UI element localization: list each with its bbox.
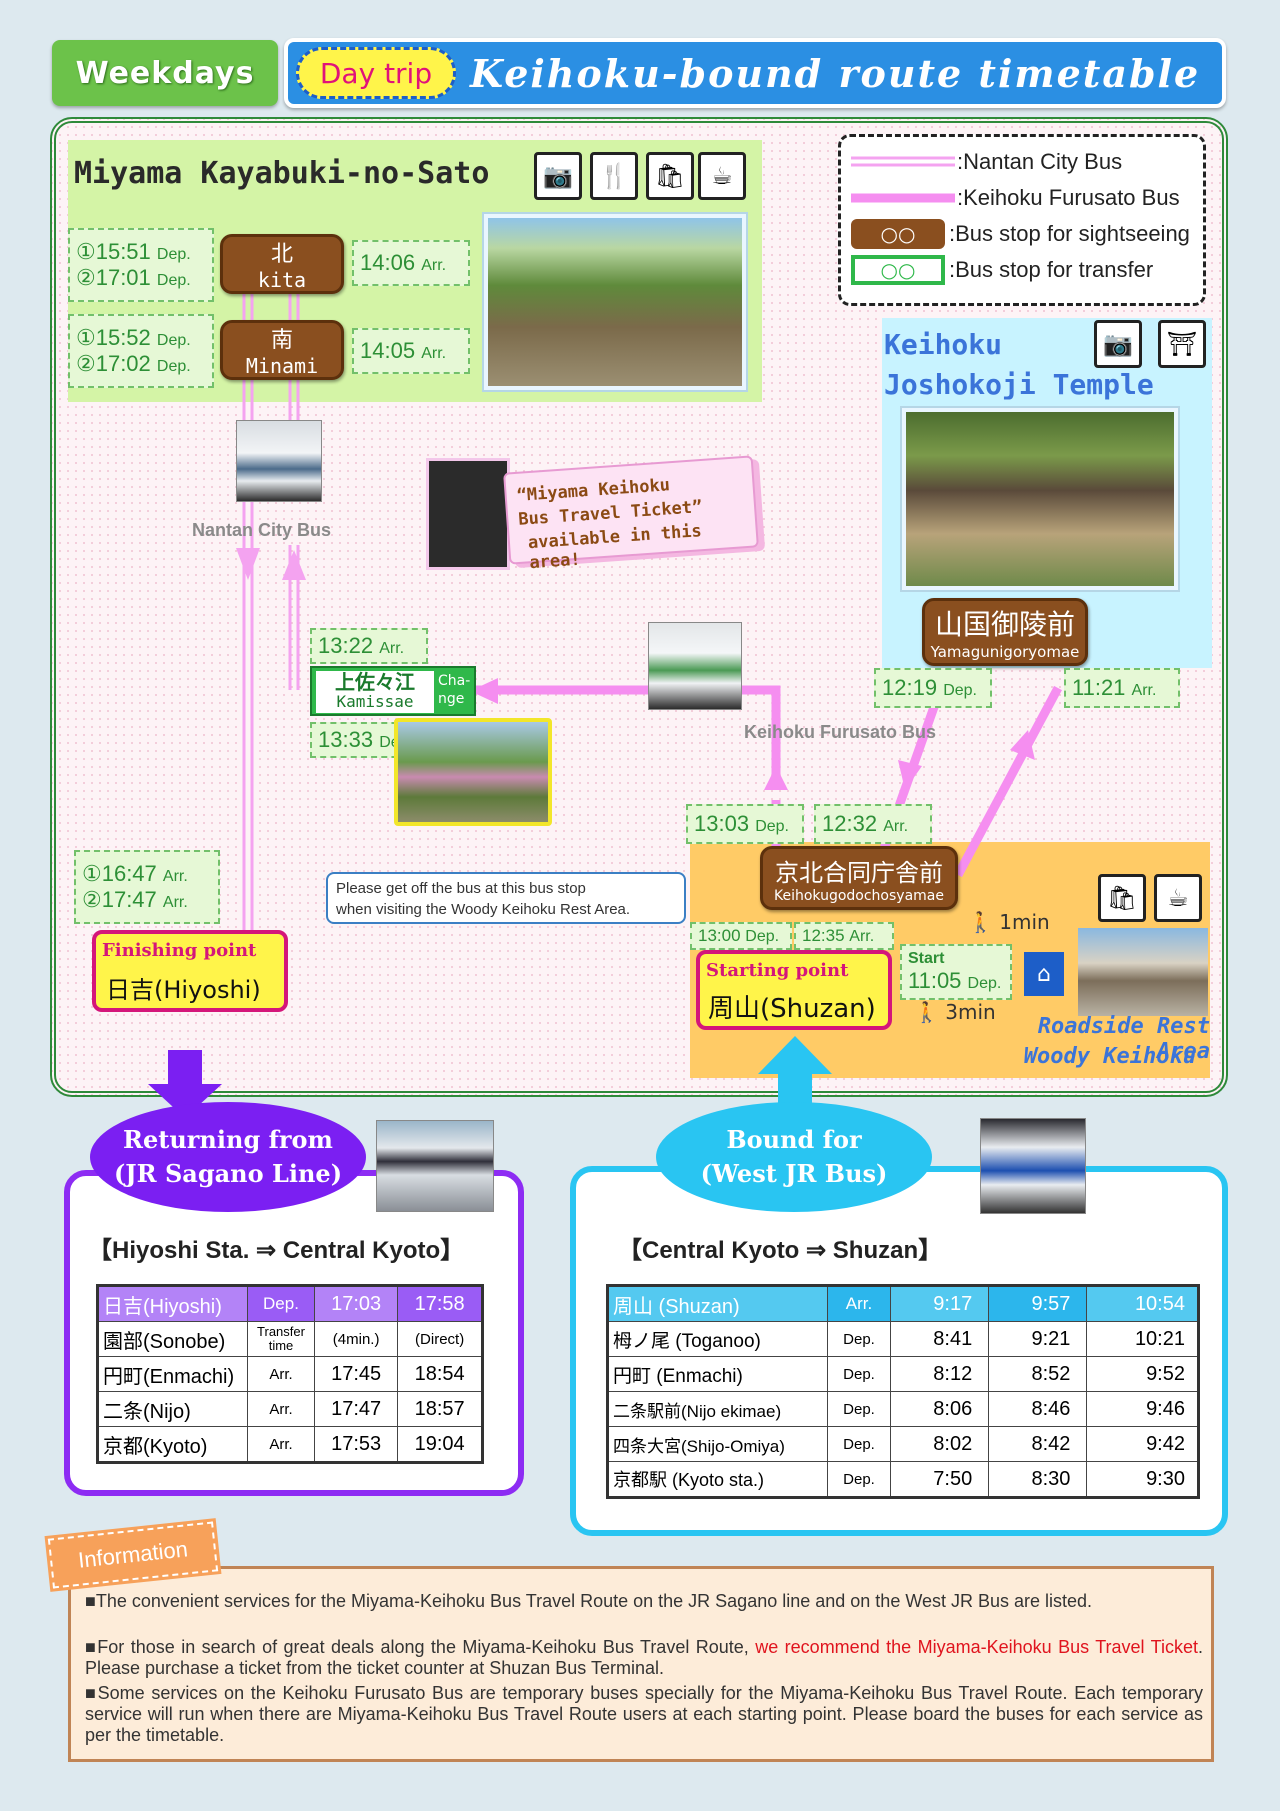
ticket-note: “Miyama Keihoku Bus Travel Ticket” avail… — [503, 455, 759, 573]
legend-transfer: ○○ :Bus stop for transfer — [851, 253, 1153, 287]
returning-timetable: 日吉(Hiyoshi) Dep. 17:03 17:58 園部(Sonobe) … — [96, 1284, 484, 1464]
woody-line-2: Woody Keihoku — [1023, 1044, 1196, 1069]
train-photo — [376, 1120, 494, 1212]
info-paragraph-3: ■Some services on the Keihoku Furusato B… — [85, 1683, 1203, 1745]
returning-route: 【Hiyoshi Sta. ⇒ Central Kyoto】 — [88, 1237, 465, 1264]
temple-photo — [902, 408, 1178, 590]
nantan-bus-label: Nantan City Bus — [192, 520, 332, 540]
bound-route: 【Central Kyoto ⇒ Shuzan】 — [618, 1237, 943, 1264]
keihoku-line-main — [475, 685, 781, 780]
minami-bus-stop: 南 Minami — [220, 320, 344, 380]
jr-bus-photo — [980, 1118, 1086, 1214]
table-row: 二条駅前(Nijo ekimae) Dep. 8:06 8:46 9:46 — [607, 1391, 1199, 1427]
starting-point: Starting point 周山(Shuzan) — [696, 950, 892, 1030]
table-header-row: 日吉(Hiyoshi) Dep. 17:03 17:58 — [97, 1285, 483, 1322]
hiyoshi-arrivals: ①16:47 Arr. ②17:47 Arr. — [74, 850, 220, 924]
miyama-title: Miyama Kayabuki-no-Sato — [74, 156, 490, 191]
bound-badge: Bound for (West JR Bus) — [656, 1102, 932, 1212]
minami-arrival: 14:05 Arr. — [352, 328, 470, 374]
yamaguni-departure: 12:19 Dep. — [874, 668, 992, 708]
temple-icon: ⛩ — [1158, 320, 1206, 368]
keihoku-line-temple-up — [954, 685, 1062, 878]
returning-badge: Returning from (JR Sagano Line) — [90, 1102, 366, 1212]
godo-bus-stop: 京北合同庁舎前 Keihokugodochosyamae — [760, 846, 958, 910]
day-trip-badge: Day trip — [296, 47, 456, 99]
minami-departures: ①15:52 Dep. ②17:02 Dep. — [68, 314, 214, 388]
godo-arrival: 12:32 Arr. — [814, 804, 932, 844]
ticket-image — [426, 458, 510, 570]
table-row: 京都(Kyoto) Arr. 17:53 19:04 — [97, 1426, 483, 1463]
walk-icon: 🚶 — [914, 1000, 939, 1024]
cafe-icon: ☕ — [1154, 874, 1202, 922]
woody-line-1: Roadside Rest Area — [1037, 1014, 1210, 1064]
change-label: Cha-nge — [438, 673, 471, 707]
keihoku-line-icon — [851, 193, 955, 203]
camera-icon: 📷 — [534, 152, 582, 200]
arrow-up-temple — [1010, 730, 1035, 760]
table-row: 園部(Sonobe) Transfer time (4min.) (Direct… — [97, 1321, 483, 1357]
nantan-bus-photo — [236, 420, 322, 502]
keihoku-bus-photo — [648, 622, 742, 710]
keihoku-bus-label: Keihoku Furusato Bus — [744, 722, 937, 742]
joshokoji-title-1: Keihoku — [884, 328, 1003, 361]
sightseeing-stop-icon: ○○ — [851, 219, 945, 249]
nantan-line-icon — [851, 156, 955, 167]
arrow-left-keihoku — [470, 678, 498, 704]
kita-bus-stop: 北 kita — [220, 234, 344, 294]
camera-icon: 📷 — [1094, 320, 1142, 368]
kamisae-stop-label: 上佐々江 Kamissae — [316, 671, 434, 713]
kamisae-photo — [394, 718, 552, 826]
information-box: ■The convenient services for the Miyama-… — [68, 1566, 1214, 1762]
restaurant-icon: 🍴 — [590, 152, 638, 200]
shopping-icon: 🛍 — [1098, 874, 1146, 922]
table-row: 円町(Enmachi) Arr. 17:45 18:54 — [97, 1356, 483, 1392]
walk-1min: 🚶 1min — [968, 910, 1050, 934]
yamaguni-bus-stop: 山国御陵前 Yamagunigoryomae — [922, 598, 1088, 666]
start-departure: Start 11:05 Dep. — [900, 944, 1012, 1000]
village-photo — [484, 214, 746, 390]
table-row: 円町 (Enmachi) Dep. 8:12 8:52 9:52 — [607, 1356, 1199, 1392]
info-paragraph-2: ■For those in search of great deals alon… — [85, 1637, 1203, 1678]
info-paragraph-1: ■The convenient services for the Miyama-… — [85, 1591, 1093, 1611]
arrow-up-shuzan — [764, 766, 788, 790]
kita-arrival: 14:06 Arr. — [352, 240, 470, 286]
transfer-stop-icon: ○○ — [851, 255, 945, 285]
legend-keihoku: :Keihoku Furusato Bus — [851, 181, 1180, 215]
table-row: 四条大宮(Shijo-Omiya) Dep. 8:02 8:42 9:42 — [607, 1426, 1199, 1462]
kamisae-bus-stop: 上佐々江 Kamissae Cha-nge — [310, 666, 476, 716]
yamaguni-arrival: 11:21 Arr. — [1064, 668, 1180, 708]
godo-callout: Please get off the bus at this bus stop … — [326, 872, 686, 924]
table-header-row: 周山 (Shuzan) Arr. 9:17 9:57 10:54 — [607, 1285, 1199, 1322]
legend-sightseeing: ○○ :Bus stop for sightseeing — [851, 217, 1190, 251]
shopping-icon: 🛍 — [646, 152, 694, 200]
legend: :Nantan City Bus :Keihoku Furusato Bus ○… — [838, 134, 1206, 306]
kamisae-arrival: 13:22 Arr. — [310, 628, 428, 664]
arrow-down-temple — [898, 760, 922, 790]
page-title: Keihoku-bound route timetable — [470, 50, 1201, 96]
arrow-down-nantan — [236, 548, 260, 580]
finishing-point: Finishing point 日吉(Hiyoshi) — [92, 930, 288, 1012]
kita-departures: ①15:51 Dep. ②17:01 Dep. — [68, 228, 214, 302]
arrow-up-nantan — [282, 550, 306, 580]
walk-icon: 🚶 — [968, 910, 993, 934]
arrow-down-returning — [148, 1050, 222, 1118]
godo-departure: 13:03 Dep. — [686, 804, 804, 844]
arrow-up-bound — [758, 1036, 832, 1110]
legend-nantan: :Nantan City Bus — [851, 145, 1122, 179]
table-row: 京都駅 (Kyoto sta.) Dep. 7:50 8:30 9:30 — [607, 1461, 1199, 1498]
walk-3min: 🚶 3min — [914, 1000, 996, 1024]
table-row: 二条(Nijo) Arr. 17:47 18:57 — [97, 1391, 483, 1427]
bound-timetable: 周山 (Shuzan) Arr. 9:17 9:57 10:54 栂ノ尾 (To… — [606, 1284, 1200, 1499]
weekdays-badge: Weekdays — [52, 40, 278, 106]
cafe-icon: ☕ — [698, 152, 746, 200]
joshokoji-title-2: Joshokoji Temple — [884, 368, 1154, 401]
table-row: 栂ノ尾 (Toganoo) Dep. 8:41 9:21 10:21 — [607, 1321, 1199, 1357]
shuzan-departure: 13:00 Dep. — [690, 922, 792, 950]
shuzan-arrival: 12:35 Arr. — [794, 922, 894, 950]
rest-area-icon: ⌂ — [1024, 952, 1064, 996]
rest-area-photo — [1078, 928, 1208, 1016]
